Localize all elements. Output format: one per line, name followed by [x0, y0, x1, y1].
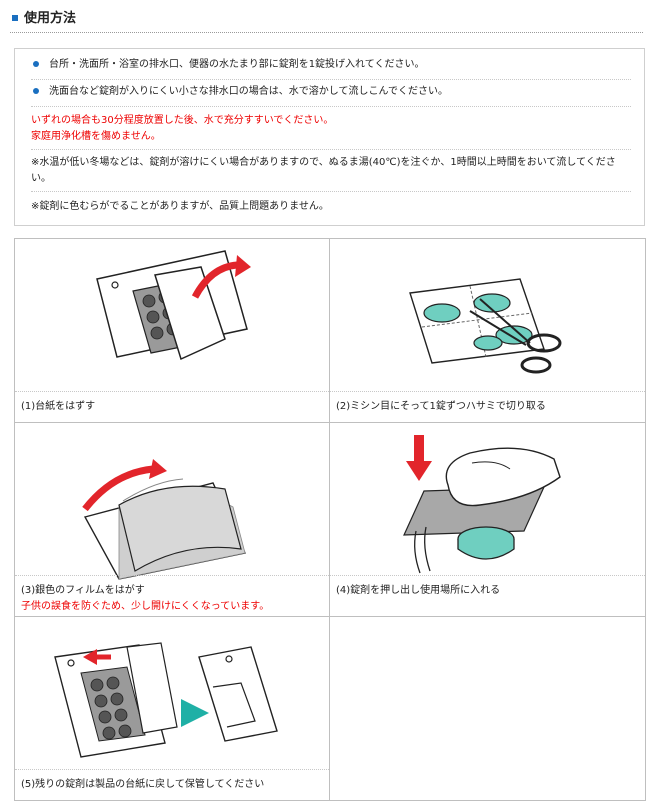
peel-film-illustration [82, 459, 247, 580]
section-title: 使用方法 [24, 11, 77, 26]
notes-box: 台所・洗面所・浴室の排水口、便器の水たまり部に錠剤を1錠投げ入れてください。 洗… [14, 48, 645, 226]
push-tablet-illustration [403, 435, 561, 574]
steps-grid: (1)台紙をはずす (2)ミシン目にそって1錠ずつハサミで切り取る [14, 238, 646, 801]
note-item: ※錠剤に色むらがでることがありますが、品質上問題ありません。 [31, 201, 329, 212]
note-item: ※水温が低い冬場などは、錠剤が溶けにくい場合がありますので、ぬるま湯(40℃)を… [31, 155, 631, 192]
step-cell: (1)台紙をはずす [15, 239, 330, 423]
square-bullet-icon [12, 15, 18, 21]
step-cell: (2)ミシン目にそって1錠ずつハサミで切り取る [330, 239, 646, 423]
step-caption: (1)台紙をはずす [21, 401, 96, 412]
step-caption: (5)残りの錠剤は製品の台紙に戻して保管してください [21, 779, 265, 790]
step-cell: (5)残りの錠剤は製品の台紙に戻して保管してください [15, 617, 330, 801]
store-tablets-illustration [54, 642, 278, 758]
remove-backing-illustration [96, 250, 251, 361]
step-caption: (4)錠剤を押し出し使用場所に入れる [336, 585, 501, 596]
step-cell: (4)錠剤を押し出し使用場所に入れる [330, 423, 646, 617]
cut-tablet-illustration [409, 278, 562, 374]
blue-bullet-icon [33, 87, 39, 94]
step-cell: (3)銀色のフィルムをはがす 子供の誤食を防ぐため、少し開けにくくなっています。 [15, 423, 330, 617]
step-caption: (2)ミシン目にそって1錠ずつハサミで切り取る [336, 401, 546, 412]
blue-bullet-icon [33, 60, 39, 67]
note-item: 洗面台など錠剤が入りにくい小さな排水口の場合は、水で溶かして流しこんでください。 [31, 84, 631, 107]
warning-note: いずれの場合も30分程度放置した後、水で充分すすいでください。 家庭用浄化槽を傷… [31, 113, 631, 150]
note-item: 台所・洗面所・浴室の排水口、便器の水たまり部に錠剤を1錠投げ入れてください。 [31, 57, 631, 80]
step-warning: 子供の誤食を防ぐため、少し開けにくくなっています。 [21, 601, 270, 612]
section-header: 使用方法 [10, 6, 643, 33]
empty-cell [330, 617, 646, 801]
step-caption: (3)銀色のフィルムをはがす [21, 585, 145, 596]
